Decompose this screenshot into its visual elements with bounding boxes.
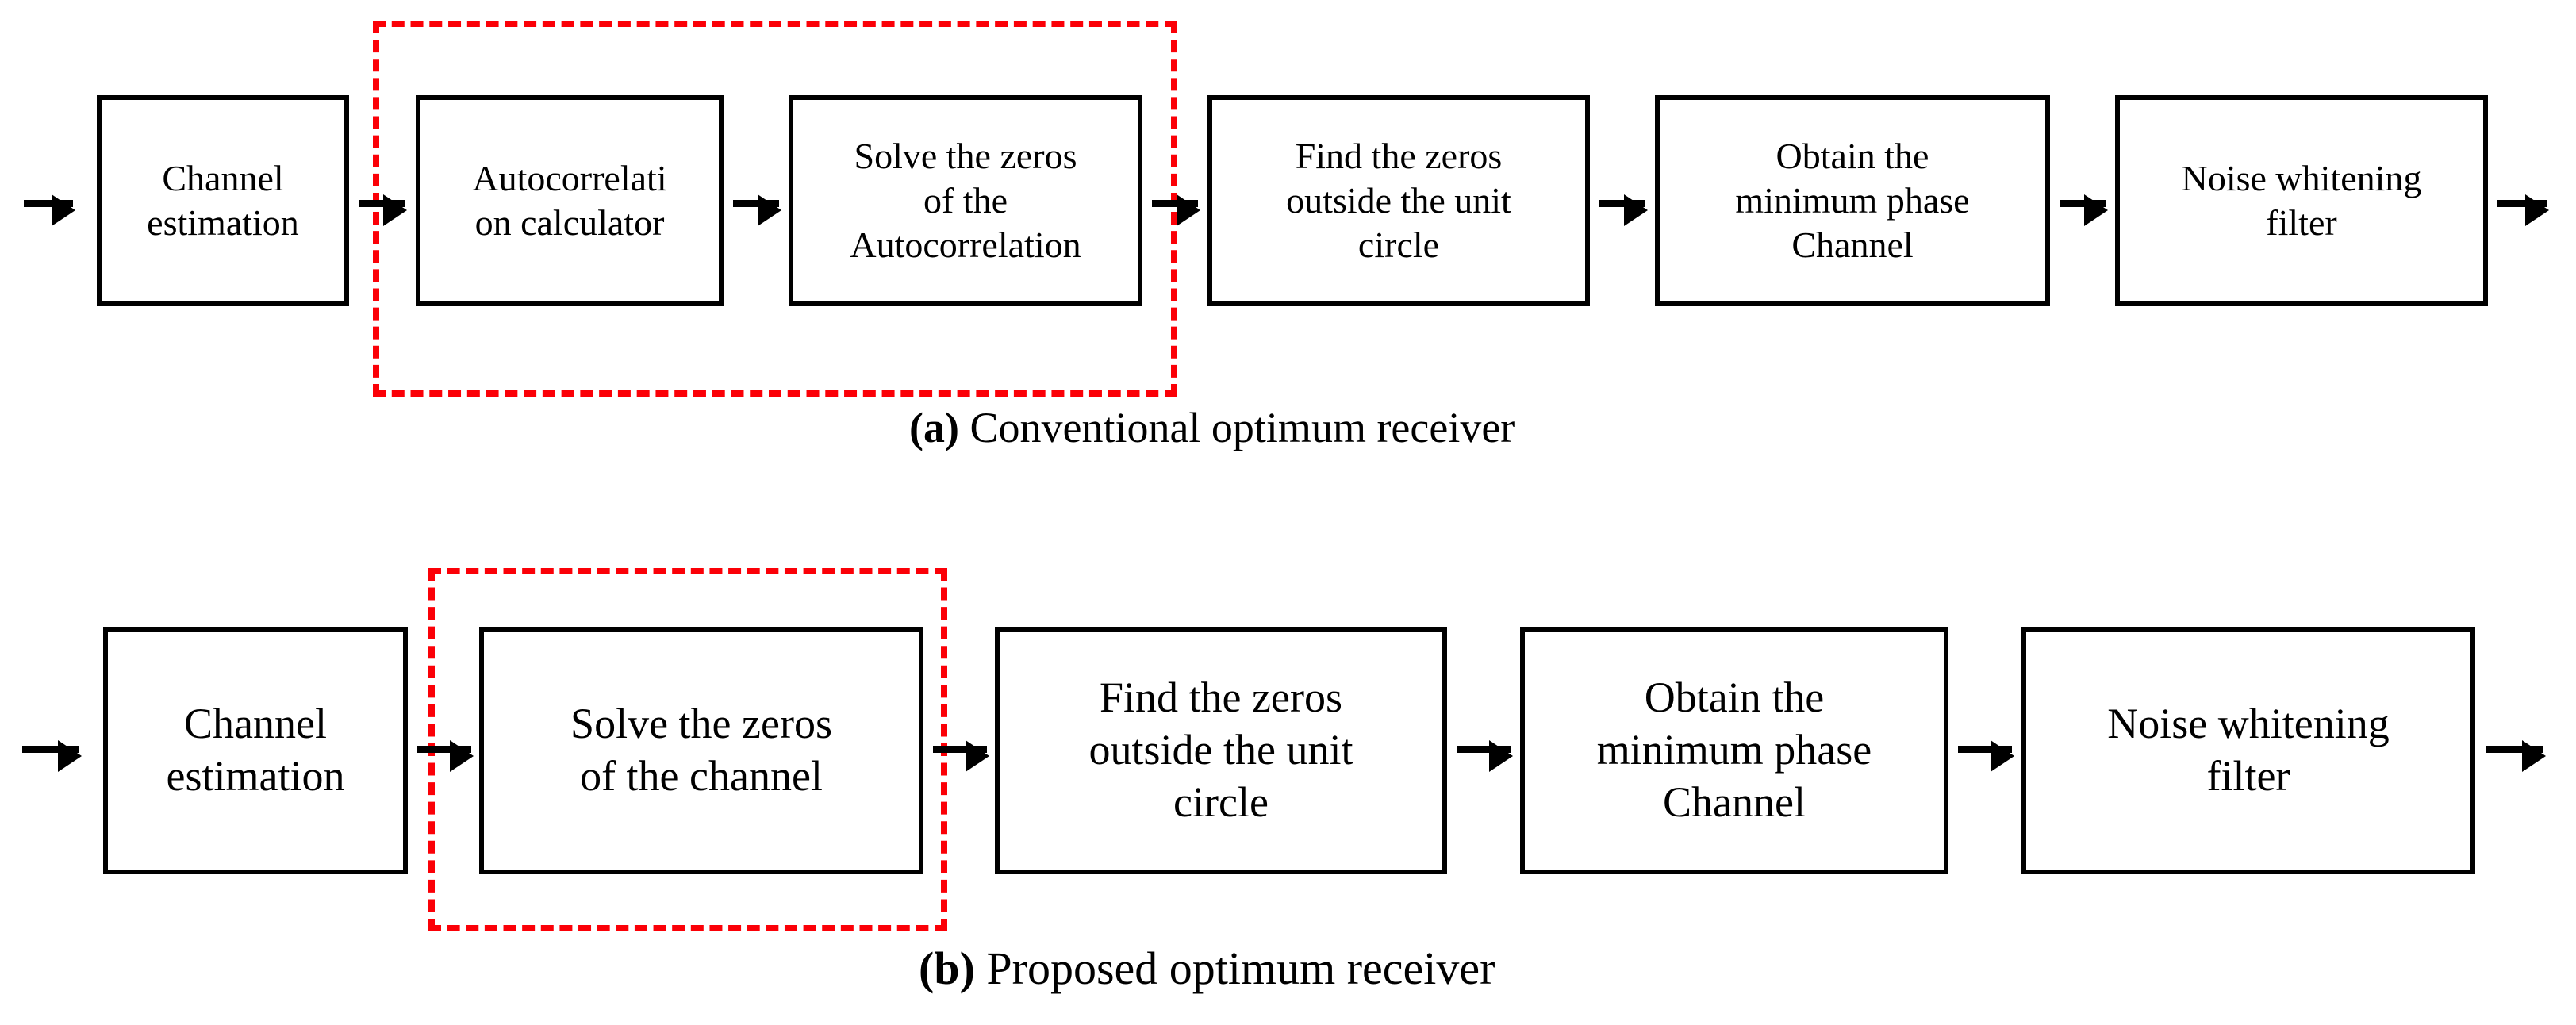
block-label: Solve the zeros of the Autocorrelation — [850, 135, 1081, 266]
block-autocorrelation-calculator-a[interactable]: Autocorrelati on calculator — [416, 95, 724, 306]
block-noise-whitening-filter-b[interactable]: Noise whitening filter — [2021, 627, 2475, 874]
input-arrow-a — [24, 194, 75, 226]
block-channel-estimation-a[interactable]: Channel estimation — [97, 95, 349, 306]
arrow-a-5 — [2060, 194, 2108, 226]
block-channel-estimation-b[interactable]: Channel estimation — [103, 627, 408, 874]
block-label: Obtain the minimum phase Channel — [1735, 135, 1970, 266]
arrow-b-3 — [1457, 740, 1513, 772]
output-arrow-b — [2486, 740, 2546, 772]
arrow-a-3 — [1152, 194, 1200, 226]
arrow-b-1 — [417, 740, 474, 772]
block-solve-zeros-autocorrelation-a[interactable]: Solve the zeros of the Autocorrelation — [789, 95, 1142, 306]
arrow-b-2 — [933, 740, 989, 772]
block-label: Obtain the minimum phase Channel — [1596, 674, 1872, 826]
output-arrow-a — [2497, 194, 2549, 226]
block-label: Find the zeros outside the unit circle — [1088, 674, 1353, 826]
block-label: Channel estimation — [166, 700, 345, 800]
arrow-a-2 — [733, 194, 781, 226]
caption-b-text: Proposed optimum receiver — [974, 942, 1495, 994]
block-label: Channel estimation — [147, 157, 299, 243]
block-obtain-minimum-phase-channel-b[interactable]: Obtain the minimum phase Channel — [1520, 627, 1948, 874]
caption-b: (b) Proposed optimum receiver — [919, 946, 1495, 992]
arrow-a-4 — [1599, 194, 1648, 226]
block-label: Find the zeros outside the unit circle — [1286, 135, 1511, 266]
arrow-b-4 — [1958, 740, 2014, 772]
block-label: Autocorrelati on calculator — [472, 157, 667, 243]
block-label: Noise whitening filter — [2107, 700, 2390, 800]
block-solve-zeros-of-channel-b[interactable]: Solve the zeros of the channel — [479, 627, 923, 874]
caption-a-text: Conventional optimum receiver — [958, 404, 1515, 451]
caption-b-label: (b) — [919, 942, 975, 994]
arrow-a-1 — [359, 194, 407, 226]
block-label: Noise whitening filter — [2181, 157, 2422, 243]
input-arrow-b — [22, 740, 82, 772]
block-find-zeros-outside-unit-circle-b[interactable]: Find the zeros outside the unit circle — [995, 627, 1447, 874]
block-find-zeros-outside-unit-circle-a[interactable]: Find the zeros outside the unit circle — [1207, 95, 1590, 306]
caption-a-label: (a) — [909, 404, 959, 451]
block-obtain-minimum-phase-channel-a[interactable]: Obtain the minimum phase Channel — [1655, 95, 2050, 306]
block-label: Solve the zeros of the channel — [570, 700, 832, 800]
caption-a: (a) Conventional optimum receiver — [909, 406, 1515, 449]
block-noise-whitening-filter-a[interactable]: Noise whitening filter — [2115, 95, 2488, 306]
